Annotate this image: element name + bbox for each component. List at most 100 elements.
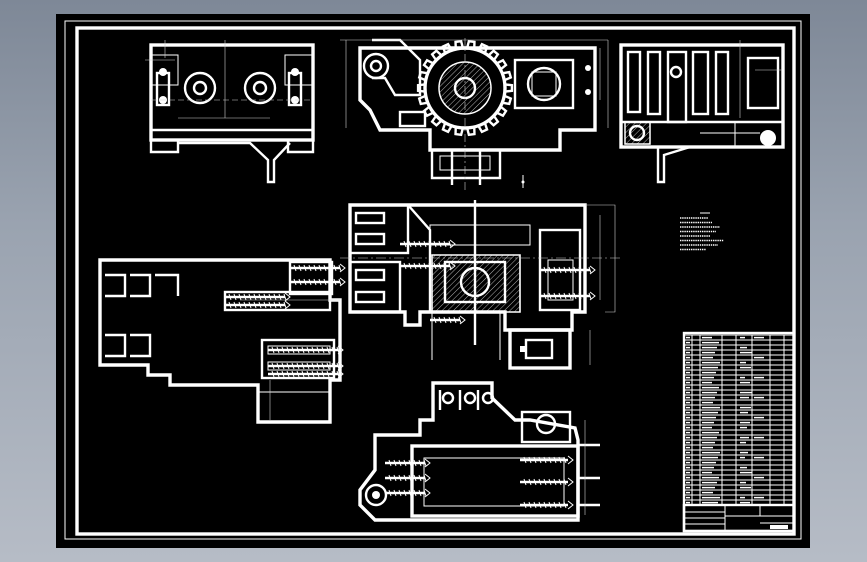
inner-border (75, 26, 796, 536)
thread-mark (573, 292, 577, 300)
thread-mark (568, 266, 572, 274)
gear-tooth (496, 58, 508, 71)
thread-mark (418, 489, 422, 497)
thread-mark (283, 293, 287, 301)
thread-mark (268, 301, 272, 309)
gear-tooth (502, 94, 513, 106)
thread-mark (298, 278, 302, 286)
thread-mark (233, 301, 237, 309)
thread-mark (331, 346, 335, 354)
thread-mark (276, 370, 280, 378)
gear-tooth (477, 42, 489, 54)
thread-mark (538, 478, 542, 486)
screw-tip (449, 261, 456, 271)
thread-mark (563, 292, 567, 300)
thread-mark (408, 240, 412, 248)
thread-mark (403, 240, 407, 248)
thread-mark (438, 262, 442, 270)
thread-mark (403, 459, 407, 467)
thread-mark (331, 370, 335, 378)
thread-mark (271, 346, 275, 354)
thread-mark (243, 301, 247, 309)
screw-tip (424, 458, 431, 468)
thread-mark (423, 459, 427, 467)
thread-mark (316, 346, 320, 354)
gear-tooth (487, 49, 500, 61)
fastener-marks (225, 263, 346, 379)
gear-tooth (504, 83, 514, 93)
thread-mark (548, 456, 552, 464)
plan-view (98, 258, 346, 424)
thread-mark (388, 474, 392, 482)
thread-mark (311, 370, 315, 378)
thread-mark (408, 474, 412, 482)
thread-mark (533, 478, 537, 486)
thread-mark (448, 262, 452, 270)
thread-mark (548, 266, 552, 274)
thread-mark (303, 264, 307, 272)
thread-mark (413, 489, 417, 497)
thread-mark (248, 301, 252, 309)
thread-mark (443, 316, 447, 324)
thread-mark (563, 456, 567, 464)
thread-mark (293, 264, 297, 272)
thread-mark (323, 278, 327, 286)
thread-mark (408, 459, 412, 467)
thread-mark (388, 489, 392, 497)
thread-mark (548, 501, 552, 509)
thread-mark (306, 362, 310, 370)
thread-mark (588, 266, 592, 274)
thread-mark (588, 292, 592, 300)
thread-mark (338, 278, 342, 286)
thread-mark (303, 278, 307, 286)
gear-tooth (477, 122, 489, 134)
thread-mark (313, 264, 317, 272)
thread-mark (388, 459, 392, 467)
thread-mark (301, 346, 305, 354)
screw-tip (337, 361, 344, 371)
side-view (619, 40, 785, 184)
thread-mark (418, 459, 422, 467)
thread-mark (333, 264, 337, 272)
screw-tip (284, 292, 291, 302)
thread-mark (393, 459, 397, 467)
thread-mark (523, 501, 527, 509)
thread-mark (418, 474, 422, 482)
thread-mark (583, 266, 587, 274)
gear-tooth (454, 39, 465, 50)
thread-mark (308, 278, 312, 286)
thread-mark (296, 370, 300, 378)
thread-mark (453, 316, 457, 324)
thread-mark (438, 240, 442, 248)
thread-mark (291, 346, 295, 354)
thread-mark (278, 301, 282, 309)
thread-mark (563, 478, 567, 486)
screw-tip (567, 500, 574, 510)
thread-mark (328, 264, 332, 272)
screw-tip (459, 315, 466, 325)
thread-mark (448, 240, 452, 248)
thread-mark (253, 301, 257, 309)
thread-mark (563, 266, 567, 274)
thread-mark (543, 456, 547, 464)
title-block (682, 503, 796, 533)
thread-mark (296, 362, 300, 370)
thread-mark (413, 262, 417, 270)
thread-mark (543, 478, 547, 486)
thread-mark (548, 478, 552, 486)
thread-mark (558, 501, 562, 509)
base-view (358, 381, 600, 522)
thread-mark (271, 370, 275, 378)
thread-mark (533, 456, 537, 464)
thread-mark (321, 370, 325, 378)
thread-mark (563, 501, 567, 509)
gear-section-view (340, 38, 609, 190)
gear-tooth (496, 105, 508, 118)
thread-mark (286, 346, 290, 354)
thread-mark (533, 501, 537, 509)
thread-mark (326, 346, 330, 354)
thread-mark (301, 362, 305, 370)
thread-mark (291, 362, 295, 370)
gear-tooth (417, 94, 428, 106)
thread-mark (393, 474, 397, 482)
